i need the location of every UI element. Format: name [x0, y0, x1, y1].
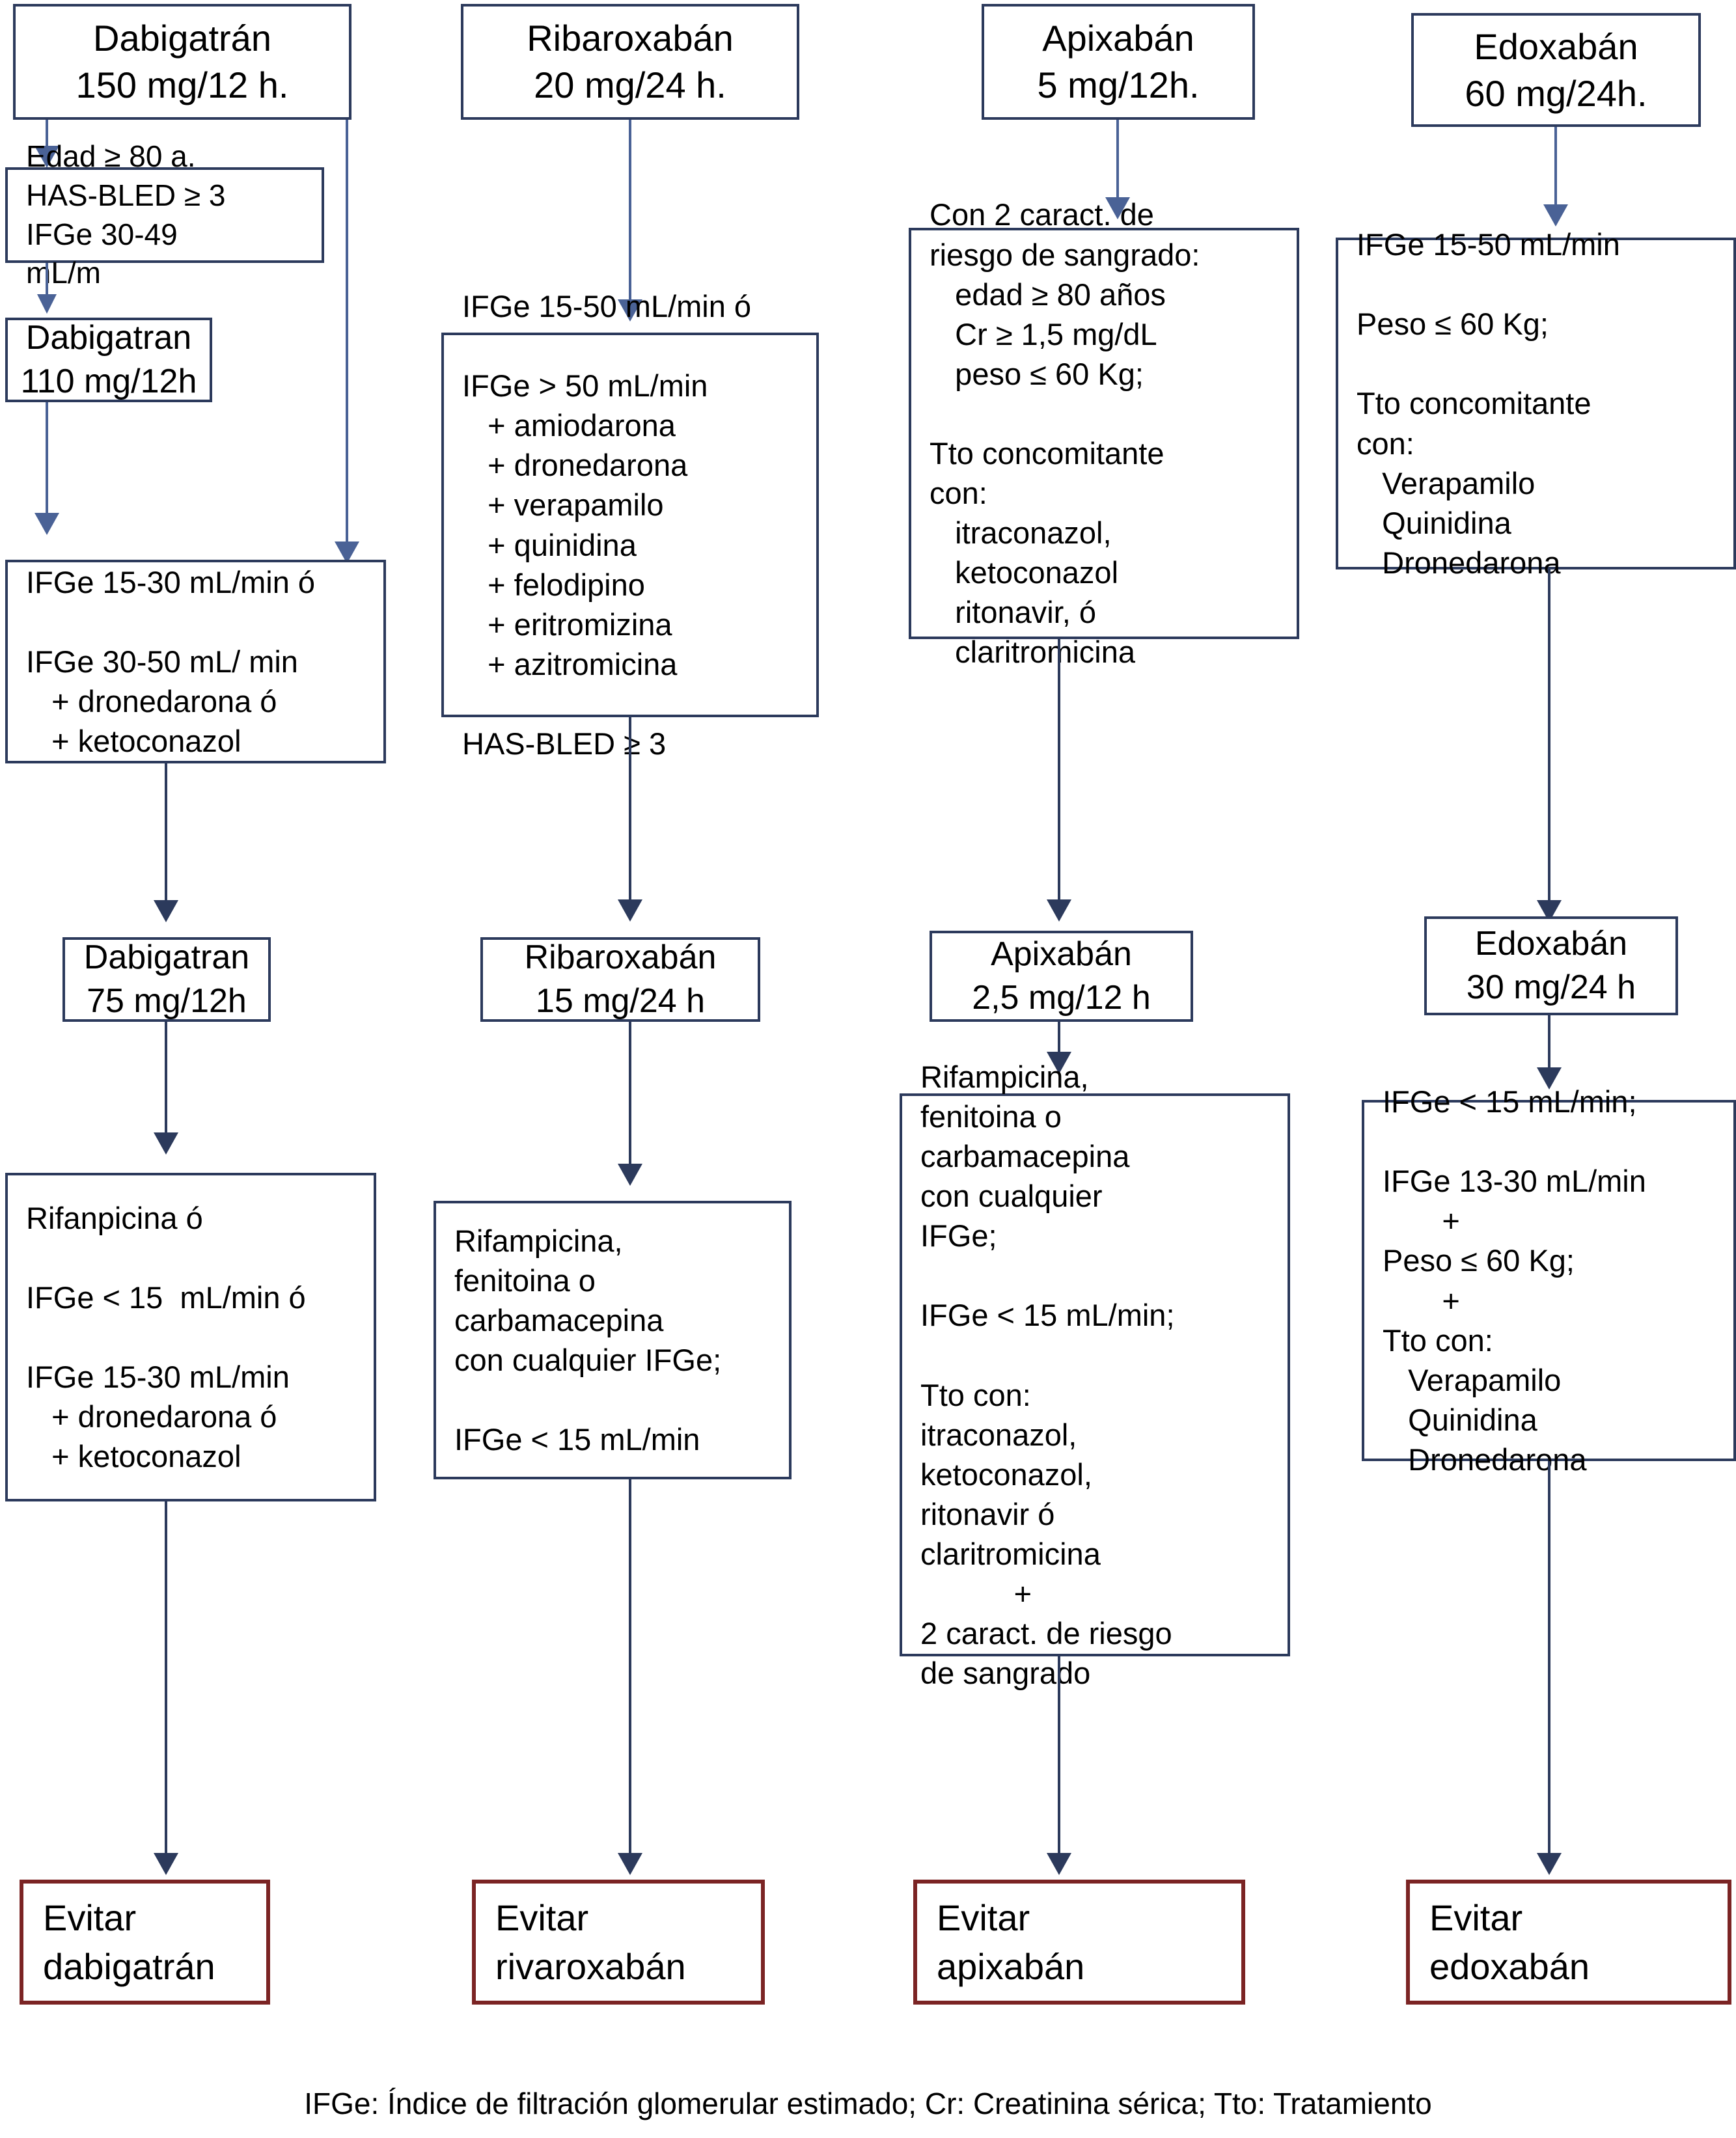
connector-edo-start-to-crit1 — [1554, 127, 1557, 218]
node-apixaban-avoid: Evitar apixabán — [913, 1880, 1245, 2005]
arrowhead-edo-crit1 — [1543, 204, 1568, 226]
node-dabigatran-dose3: Dabigatran 75 mg/12h — [62, 937, 271, 1022]
connector-dab-dose2-to-crit2 — [46, 402, 48, 526]
node-rivaroxaban-criteria1-label: IFGe 15-50 mL/min ó IFGe > 50 mL/min + a… — [462, 288, 752, 761]
node-dabigatran-criteria1: Edad ≥ 80 a. HAS-BLED ≥ 3 IFGe 30-49 mL/… — [5, 139, 324, 290]
arrowhead-edo-crit3 — [1537, 1067, 1562, 1090]
node-edoxaban-avoid-label: Evitar edoxabán — [1429, 1897, 1590, 1987]
node-edoxaban-criteria1-label: IFGe 15-50 mL/min Peso ≤ 60 Kg; Tto conc… — [1357, 227, 1620, 580]
node-rivaroxaban-start: Ribaroxabán 20 mg/24 h. — [461, 4, 799, 120]
connector-edo-crit1-to-dose2 — [1548, 569, 1550, 913]
connector-edo-dose2-to-crit3 — [1548, 1015, 1550, 1084]
node-edoxaban-avoid: Evitar edoxabán — [1406, 1880, 1731, 2005]
node-edoxaban-start: Edoxabán 60 mg/24h. — [1411, 13, 1701, 127]
arrowhead-dab-avoid — [154, 1853, 178, 1875]
footnote-legend: IFGe: Índice de filtración glomerular es… — [304, 2087, 1432, 2120]
connector-api-start-to-crit1 — [1116, 120, 1119, 211]
node-apixaban-avoid-label: Evitar apixabán — [937, 1897, 1085, 1987]
connector-riv-crit1-to-dose2 — [629, 717, 631, 912]
node-dabigatran-start-label: Dabigatrán 150 mg/12 h. — [76, 18, 289, 105]
arrowhead-api-avoid — [1047, 1853, 1071, 1875]
connector-riv-start-to-crit1 — [629, 120, 631, 312]
arrowhead-edo-avoid — [1537, 1853, 1562, 1875]
connector-dab-crit1-dose2-line — [46, 263, 48, 297]
arrowhead-dab-crit3 — [154, 1132, 178, 1155]
node-edoxaban-dose2-label: Edoxabán 30 mg/24 h — [1466, 925, 1636, 1006]
node-rivaroxaban-criteria1: IFGe 15-50 mL/min ó IFGe > 50 mL/min + a… — [441, 289, 819, 761]
arrowhead-riv-dose2 — [618, 899, 642, 922]
arrowhead-riv-avoid — [618, 1853, 642, 1875]
node-dabigatran-criteria1-label: Edad ≥ 80 a. HAS-BLED ≥ 3 IFGe 30-49 mL/… — [26, 139, 226, 290]
node-apixaban-criteria1-label: Con 2 caract. de riesgo de sangrado: eda… — [930, 197, 1200, 670]
connector-edo-crit3-to-avoid — [1548, 1461, 1550, 1866]
arrowhead-riv-crit1 — [618, 299, 642, 322]
connector-dab-crit2-to-dose3 — [165, 763, 167, 913]
node-edoxaban-dose2: Edoxabán 30 mg/24 h — [1424, 916, 1678, 1015]
node-apixaban-criteria3-label: Rifampicina, fenitoina o carbamacepina c… — [920, 1059, 1175, 1691]
node-rivaroxaban-start-label: Ribaroxabán 20 mg/24 h. — [527, 18, 734, 105]
connector-dab-bypass-vertical — [346, 120, 348, 555]
node-dabigatran-dose3-label: Dabigatran 75 mg/12h — [83, 939, 250, 1020]
node-dabigatran-criteria3: Rifanpicina ó IFGe < 15 mL/min ó IFGe 15… — [5, 1173, 376, 1501]
node-apixaban-start: Apixabán 5 mg/12h. — [982, 4, 1255, 120]
arrowhead-api-crit3 — [1047, 1052, 1071, 1074]
node-dabigatran-criteria2-label: IFGe 15-30 mL/min ó IFGe 30-50 mL/ min +… — [26, 564, 316, 759]
node-rivaroxaban-avoid-label: Evitar rivaroxabán — [495, 1897, 686, 1987]
node-apixaban-start-label: Apixabán 5 mg/12h. — [1037, 18, 1200, 105]
node-edoxaban-criteria3: IFGe < 15 mL/min; IFGe 13-30 mL/min + Pe… — [1362, 1084, 1736, 1477]
node-dabigatran-start: Dabigatrán 150 mg/12 h. — [13, 4, 351, 120]
node-dabigatran-criteria2: IFGe 15-30 mL/min ó IFGe 30-50 mL/ min +… — [5, 560, 386, 763]
arrowhead-riv-crit3 — [618, 1164, 642, 1186]
arrowhead-api-dose2 — [1047, 899, 1071, 922]
node-dabigatran-dose2: Dabigatran 110 mg/12h — [5, 318, 212, 402]
connector-dab-start-to-crit1 — [46, 120, 48, 159]
arrowhead-dab-crit1 — [34, 146, 59, 168]
node-dabigatran-dose2-label: Dabigatran 110 mg/12h — [20, 319, 197, 400]
connector-riv-dose2-to-crit3 — [629, 1022, 631, 1177]
connector-api-crit3-to-avoid — [1058, 1656, 1060, 1866]
node-rivaroxaban-criteria3: Rifampicina, fenitoina o carbamacepina c… — [434, 1201, 792, 1479]
arrowhead-dab-dose2 — [37, 294, 57, 314]
node-rivaroxaban-criteria3-label: Rifampicina, fenitoina o carbamacepina c… — [454, 1223, 722, 1457]
connector-dab-crit3-to-avoid — [165, 1501, 167, 1866]
node-rivaroxaban-dose2: Ribaroxabán 15 mg/24 h — [480, 937, 760, 1022]
node-edoxaban-start-label: Edoxabán 60 mg/24h. — [1465, 25, 1647, 114]
node-edoxaban-criteria1: IFGe 15-50 mL/min Peso ≤ 60 Kg; Tto conc… — [1336, 227, 1736, 580]
node-apixaban-dose2: Apixabán 2,5 mg/12 h — [930, 931, 1193, 1022]
node-dabigatran-avoid: Evitar dabigatrán — [20, 1880, 270, 2005]
node-apixaban-criteria3: Rifampicina, fenitoina o carbamacepina c… — [900, 1060, 1290, 1690]
node-rivaroxaban-dose2-label: Ribaroxabán 15 mg/24 h — [524, 939, 717, 1020]
node-edoxaban-criteria3-label: IFGe < 15 mL/min; IFGe 13-30 mL/min + Pe… — [1383, 1084, 1646, 1477]
connector-api-crit1-to-dose2 — [1058, 639, 1060, 912]
connector-api-dose2-to-crit3 — [1058, 1022, 1060, 1067]
node-dabigatran-avoid-label: Evitar dabigatrán — [43, 1897, 215, 1987]
arrowhead-api-crit1 — [1105, 197, 1130, 219]
connector-dab-dose3-to-crit3 — [165, 1022, 167, 1145]
arrowhead-dab-dose3 — [154, 900, 178, 922]
node-dabigatran-criteria3-label: Rifanpicina ó IFGe < 15 mL/min ó IFGe 15… — [26, 1200, 306, 1474]
node-apixaban-dose2-label: Apixabán 2,5 mg/12 h — [972, 935, 1151, 1017]
connector-riv-crit3-to-avoid — [629, 1479, 631, 1866]
node-rivaroxaban-avoid: Evitar rivaroxabán — [472, 1880, 765, 2005]
arrowhead-dab-crit2 — [34, 513, 59, 535]
node-apixaban-criteria1: Con 2 caract. de riesgo de sangrado: eda… — [909, 197, 1299, 669]
